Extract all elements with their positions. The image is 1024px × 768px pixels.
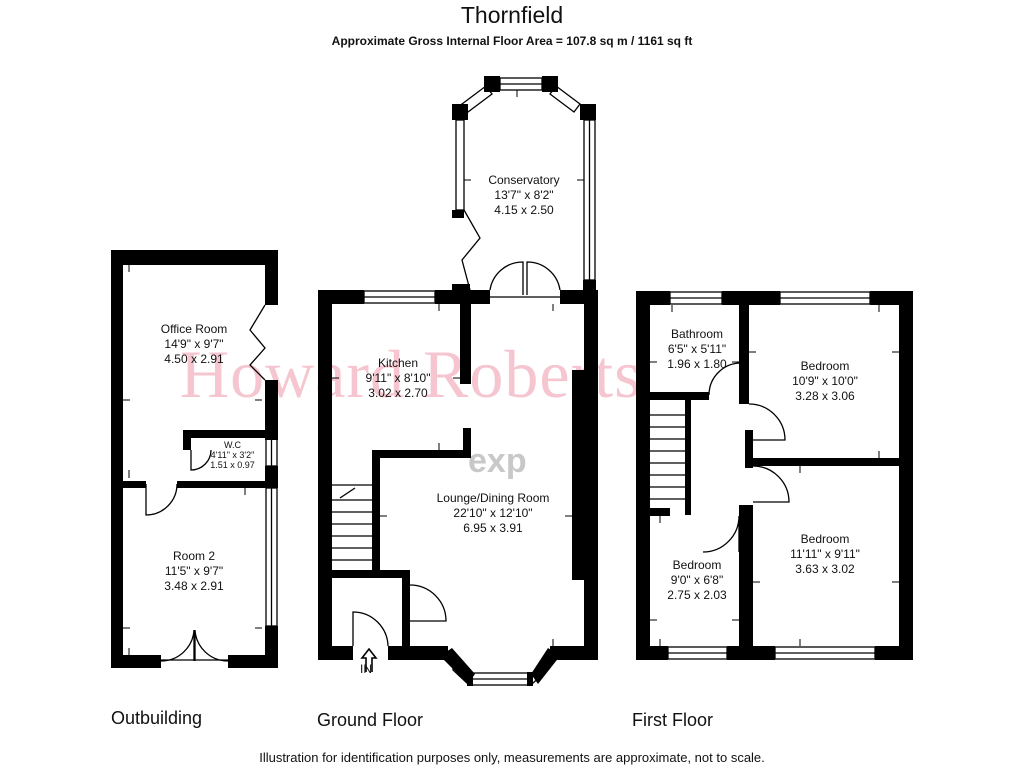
room-bedroom-3: Bedroom 9'0" x 6'8" 2.75 x 2.03 [652,558,742,603]
room-conservatory: Conservatory 13'7" x 8'2" 4.15 x 2.50 [464,173,584,218]
room-imperial: 13'7" x 8'2" [494,188,554,202]
room-name: Lounge/Dining Room [436,491,550,505]
first-floor-openings [650,291,876,660]
room-name: Bedroom [800,532,850,546]
room-imperial: 10'9" x 10'0" [792,374,858,388]
room-imperial: 9'0" x 6'8" [670,573,724,587]
disclaimer: Illustration for identification purposes… [259,750,765,765]
outbuilding-openings [145,304,278,662]
room-imperial: 11'11" x 9'11" [790,547,860,561]
stairs-ground [332,484,372,561]
room-bedroom-2: Bedroom 11'11" x 9'11" 3.63 x 3.02 [765,532,885,577]
room-metric: 3.28 x 3.06 [795,389,855,403]
room-name: W.C [224,440,241,450]
room-metric: 3.48 x 2.91 [164,579,224,593]
room-imperial: 11'5" x 9'7" [164,564,224,578]
agent-watermark: Howard Roberts [180,336,642,412]
room-imperial: 14'9" x 9'7" [164,337,224,351]
room-name: Office Room [160,322,228,336]
entrance-arrow-icon [360,647,378,672]
room-lounge-dining: Lounge/Dining Room 22'10" x 12'10" 6.95 … [418,491,568,536]
room-bedroom-1: Bedroom 10'9" x 10'0" 3.28 x 3.06 [765,359,885,404]
room-metric: 3.63 x 3.02 [795,562,855,576]
room-imperial: 6'5" x 5'11" [667,342,727,356]
room-name: Conservatory [488,173,560,187]
plan-title: Thornfield [460,2,564,28]
room-metric: 3.02 x 2.70 [368,386,428,400]
room-room2: Room 2 11'5" x 9'7" 3.48 x 2.91 [134,549,254,594]
room-office: Office Room 14'9" x 9'7" 4.50 x 2.91 [134,322,254,367]
room-metric: 4.15 x 2.50 [494,203,554,217]
entrance-label: IN [360,662,372,676]
floor-label-ground: Ground Floor [317,710,424,730]
room-name: Kitchen [377,356,419,370]
room-name: Room 2 [172,549,216,563]
conservatory-walls [452,76,596,290]
room-metric: 1.96 x 1.80 [667,357,727,371]
room-metric: 6.95 x 3.91 [463,521,523,535]
floor-label-first: First Floor [632,710,713,730]
conservatory-glazing [455,77,596,281]
floor-label-outbuilding: Outbuilding [111,708,203,728]
ground-floor-openings [332,209,561,686]
room-kitchen: Kitchen 9'11" x 8'10" 3.02 x 2.70 [338,356,458,401]
room-bathroom: Bathroom 6'5" x 5'11" 1.96 x 1.80 [652,327,742,372]
room-metric: 4.50 x 2.91 [164,352,224,366]
room-name: Bedroom [672,558,722,572]
floor-area-summary: Approximate Gross Internal Floor Area = … [331,34,693,48]
room-metric: 2.75 x 2.03 [667,588,727,602]
room-name: Bathroom [670,327,724,341]
dimension-ticks [123,90,899,655]
room-metric: 1.51 x 0.97 [210,460,255,470]
room-name: Bedroom [800,359,850,373]
room-imperial: 4'11" x 3'2" [210,450,255,460]
outbuilding-walls [111,250,278,668]
room-imperial: 22'10" x 12'10" [453,506,533,520]
first-floor-walls [636,291,913,660]
stairs-first [650,414,685,500]
exp-logo: exp [468,442,527,480]
room-wc: W.C 4'11" x 3'2" 1.51 x 0.97 [200,440,265,470]
room-imperial: 9'11" x 8'10" [365,371,431,385]
